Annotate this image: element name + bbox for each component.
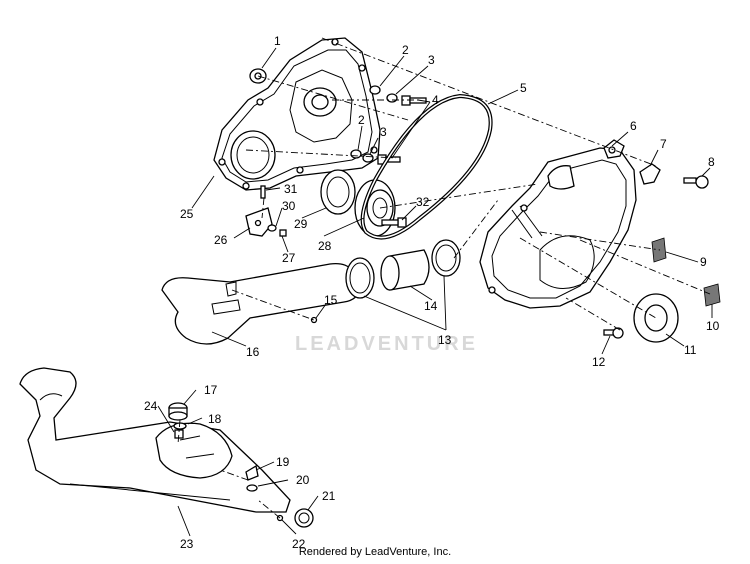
- callout-9: 9: [700, 255, 707, 269]
- callout-labels: 1 2 3 4 5 2 3 6 7 8 9 10 11 12 13 14 15 …: [144, 34, 720, 551]
- outer-clutch-cover-part-6: [479, 139, 637, 309]
- callout-6: 6: [630, 119, 637, 133]
- clip-part-7: [639, 163, 661, 185]
- inner-clutch-cover: [213, 37, 381, 191]
- drive-belt-part-5: [360, 93, 493, 240]
- callout-29: 29: [294, 217, 308, 231]
- callout-27: 27: [282, 251, 296, 265]
- bolt-part-32: [381, 217, 407, 228]
- washer-part-30: [267, 224, 277, 232]
- cap-part-17: [168, 402, 188, 421]
- callout-12: 12: [592, 355, 606, 369]
- callout-25: 25: [180, 207, 194, 221]
- callout-3-lower: 3: [380, 125, 387, 139]
- leader-lines: [157, 47, 713, 537]
- callout-19: 19: [276, 455, 290, 469]
- lower-duct-part-23: [19, 367, 291, 513]
- callout-28: 28: [318, 239, 332, 253]
- hose-part-14: [380, 249, 430, 291]
- bolt-part-4-upper: [401, 95, 427, 106]
- screw-part-12: [603, 327, 624, 339]
- callout-3-upper: 3: [428, 53, 435, 67]
- callout-23: 23: [180, 537, 194, 551]
- callout-4: 4: [432, 93, 439, 107]
- screw-part-8: [683, 175, 709, 189]
- callout-17: 17: [204, 383, 218, 397]
- callout-11: 11: [684, 343, 697, 357]
- ring-part-11: [633, 293, 679, 343]
- clamp-part-13-right: [431, 239, 461, 277]
- callout-5: 5: [520, 81, 527, 95]
- callout-2-lower: 2: [358, 113, 365, 127]
- washer-part-3-lower: [362, 153, 374, 163]
- callout-22: 22: [292, 537, 306, 551]
- callout-32: 32: [416, 195, 430, 209]
- watermark-text: LEADVENTURE: [295, 333, 478, 355]
- render-credit: Rendered by LeadVenture, Inc.: [298, 546, 452, 558]
- bracket-part-26: [245, 207, 273, 237]
- screw-part-15: [310, 316, 318, 324]
- callout-13: 13: [438, 333, 452, 347]
- ring-part-21: [294, 508, 314, 528]
- callout-14: 14: [424, 299, 438, 313]
- clamp-part-13-left: [345, 257, 375, 299]
- callout-15: 15: [324, 293, 338, 307]
- seal-part-29: [320, 169, 356, 215]
- washer-part-3-upper: [386, 93, 398, 103]
- callout-20: 20: [296, 473, 310, 487]
- decal-part-10: [703, 283, 721, 307]
- callout-24: 24: [144, 399, 158, 413]
- callout-1: 1: [274, 34, 281, 48]
- washer-part-20: [246, 484, 258, 492]
- screw-part-31: [260, 185, 266, 199]
- callout-30: 30: [282, 199, 296, 213]
- callout-21: 21: [322, 489, 336, 503]
- clip-part-19: [245, 464, 259, 481]
- callout-7: 7: [660, 137, 667, 151]
- washer-part-2-upper: [369, 85, 381, 95]
- intake-duct-part-16: [161, 262, 361, 345]
- callout-31: 31: [284, 182, 298, 196]
- callout-10: 10: [706, 319, 720, 333]
- callout-2-upper: 2: [402, 43, 409, 57]
- callout-16: 16: [246, 345, 260, 359]
- nut-part-27: [279, 229, 287, 237]
- washer-part-2-lower: [350, 149, 362, 159]
- callout-18: 18: [208, 412, 222, 426]
- bearing-housing-part-28: [354, 179, 396, 237]
- callout-8: 8: [708, 155, 715, 169]
- assembly-lines: [177, 37, 711, 519]
- callout-26: 26: [214, 233, 228, 247]
